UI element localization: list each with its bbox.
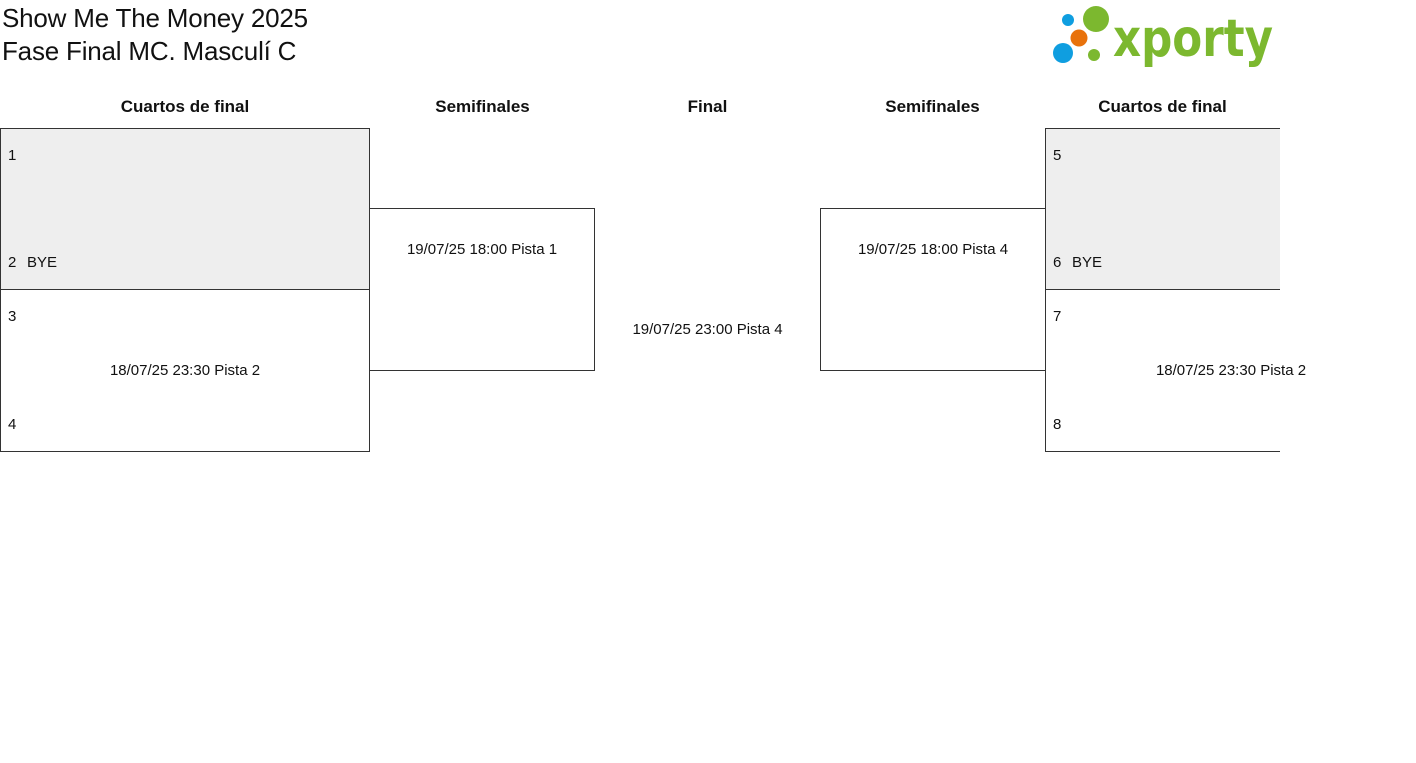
logo-dot-orange <box>1070 29 1088 47</box>
column-heading-left-quarterfinals: Cuartos de final <box>120 97 250 116</box>
seed-number: 2 <box>8 254 17 271</box>
column-heading-final: Final <box>687 97 728 116</box>
seed-number: 4 <box>8 416 17 433</box>
team-slot-top: 3 <box>8 308 27 326</box>
match-schedule: 19/07/25 18:00 Pista 1 <box>406 241 558 258</box>
team-slot-bottom: 4 <box>8 416 27 434</box>
logo-dot-green-small <box>1088 49 1100 61</box>
team-slot-bottom: 8 <box>1053 416 1072 434</box>
right-qf-match-1[interactable]: 5 6 BYE <box>1045 128 1280 290</box>
seed-number: 3 <box>8 308 17 325</box>
column-heading-left-semifinals: Semifinales <box>435 97 530 116</box>
team-slot-top: 1 <box>8 147 27 165</box>
seed-number: 5 <box>1053 147 1062 164</box>
logo-wordmark: xporty <box>1113 9 1273 69</box>
seed-number: 7 <box>1053 308 1062 325</box>
match-schedule: 19/07/25 18:00 Pista 4 <box>857 241 1009 258</box>
column-heading-right-semifinals: Semifinales <box>885 97 980 116</box>
team-slot-bottom: 2 BYE <box>8 254 57 272</box>
final-match-schedule[interactable]: 19/07/25 23:00 Pista 4 <box>632 321 783 338</box>
team-name: BYE <box>1072 254 1103 271</box>
logo-dot-green-large <box>1083 6 1109 32</box>
right-semifinal-match[interactable]: 19/07/25 18:00 Pista 4 <box>820 208 1046 371</box>
team-slot-top: 7 <box>1053 308 1072 326</box>
right-qf-match-2[interactable]: 7 18/07/25 23:30 Pista 2 8 <box>1045 289 1306 452</box>
left-semifinal-match[interactable]: 19/07/25 18:00 Pista 1 <box>369 208 595 371</box>
xporty-logo[interactable]: xporty <box>1050 4 1276 69</box>
seed-number: 8 <box>1053 416 1062 433</box>
logo-dot-blue-large <box>1053 43 1073 63</box>
team-slot-top: 5 <box>1053 147 1072 165</box>
column-heading-right-quarterfinals: Cuartos de final <box>1098 97 1227 116</box>
seed-number: 1 <box>8 147 17 164</box>
match-schedule: 18/07/25 23:30 Pista 2 <box>109 362 261 379</box>
phase-title: Fase Final MC. Masculí C <box>2 36 297 66</box>
match-schedule: 18/07/25 23:30 Pista 2 <box>1155 362 1307 379</box>
tournament-title: Show Me The Money 2025 <box>2 3 308 33</box>
logo-dot-blue-small <box>1062 14 1074 26</box>
left-qf-match-1[interactable]: 1 2 BYE <box>0 128 370 290</box>
left-qf-match-2[interactable]: 3 18/07/25 23:30 Pista 2 4 <box>0 289 370 452</box>
team-slot-bottom: 6 BYE <box>1053 254 1102 272</box>
team-name: BYE <box>27 254 58 271</box>
seed-number: 6 <box>1053 254 1062 271</box>
